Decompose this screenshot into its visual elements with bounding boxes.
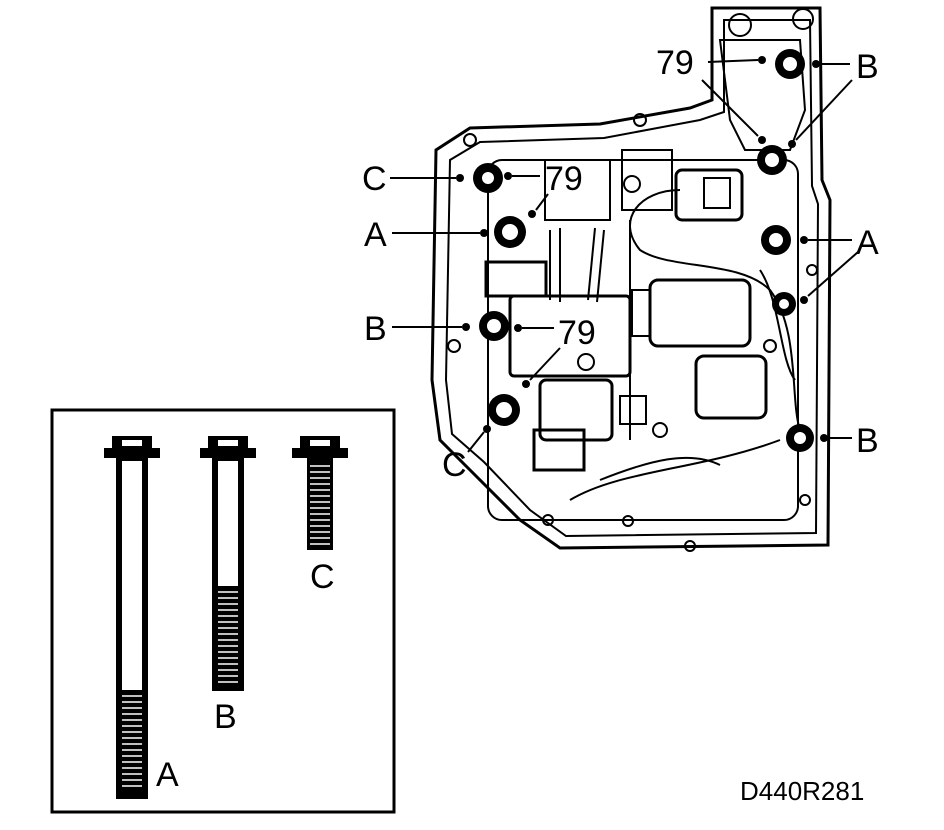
- callout-c-lower-left: C: [442, 446, 467, 484]
- bolt-b-label: B: [214, 698, 237, 736]
- callout-79-middle: 79: [558, 314, 596, 352]
- valve-body-assembly: [430, 6, 832, 552]
- callout-a-right: A: [856, 224, 879, 262]
- bolt-legend-frame: [50, 408, 396, 814]
- callout-b-lower-right: B: [856, 422, 879, 460]
- bolt-head-a-right: [761, 225, 791, 255]
- callout-b-left: B: [364, 310, 387, 348]
- bolt-c-illustration: [292, 436, 348, 550]
- bolt-a-illustration: [104, 436, 160, 799]
- bolt-head-c-top: [473, 163, 503, 193]
- callout-b-top-right: B: [856, 48, 879, 86]
- bolt-legend: A B: [50, 408, 396, 814]
- callout-a-left: A: [364, 216, 387, 254]
- bolt-head-b-bottom-right: [786, 424, 814, 452]
- figure-code: D440R281: [740, 776, 864, 806]
- bolt-c-label: C: [310, 558, 335, 596]
- callout-79-top: 79: [656, 44, 694, 82]
- bolt-head-c-bottom: [488, 394, 520, 426]
- callout-leaders: [390, 56, 859, 453]
- bolt-a-label: A: [156, 756, 179, 794]
- bolt-head-a-left: [494, 216, 526, 248]
- callout-c-upper-left: C: [362, 160, 387, 198]
- bolt-heads: [473, 49, 814, 452]
- bolt-head-b-left: [479, 311, 509, 341]
- bolt-head-a-mid-right: [772, 292, 796, 316]
- bolt-b-illustration: [200, 436, 256, 691]
- bolt-head-b-top: [775, 49, 805, 79]
- callout-79-upper: 79: [545, 160, 583, 198]
- bolt-head-b-upper-right: [757, 145, 787, 175]
